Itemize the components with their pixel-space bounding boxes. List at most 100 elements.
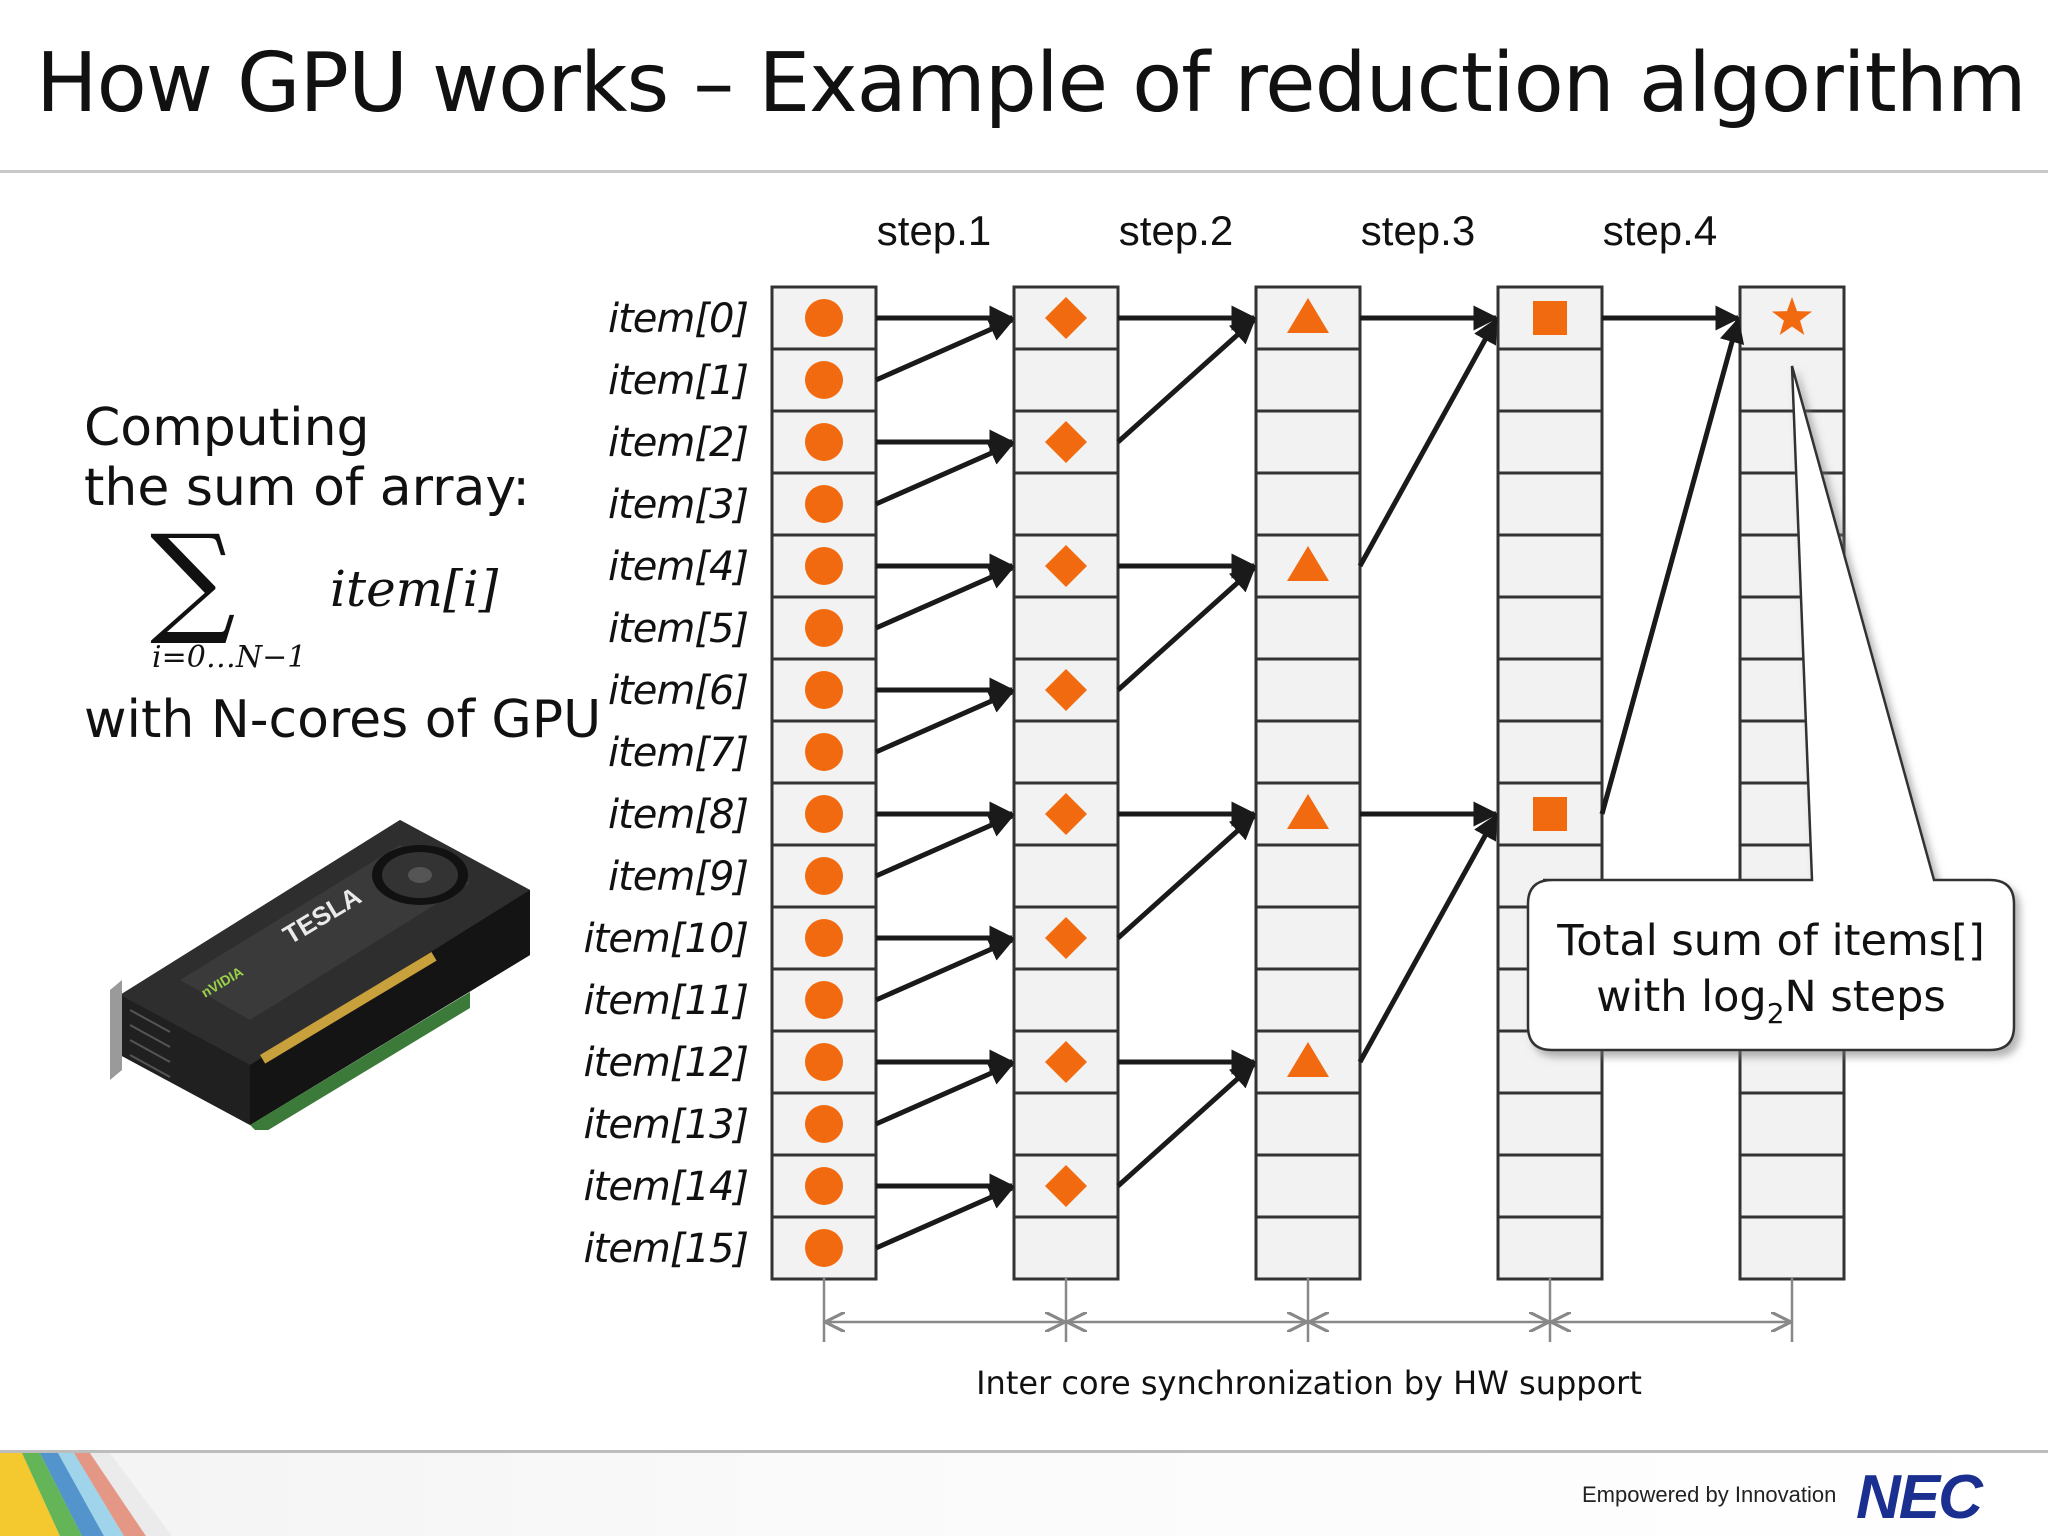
array-cell xyxy=(1254,285,1362,351)
circle-marker xyxy=(805,299,843,337)
array-column xyxy=(1254,285,1362,1281)
diamond-marker xyxy=(1045,793,1087,835)
description-line-2: the sum of array: xyxy=(84,458,530,518)
array-cell xyxy=(1012,347,1120,413)
array-cell xyxy=(1738,1091,1846,1157)
sum-range: i=0…N−1 xyxy=(152,640,307,675)
item-label: item[14] xyxy=(584,1164,748,1210)
array-cell xyxy=(1496,471,1604,537)
array-cell xyxy=(1254,843,1362,909)
item-label: item[4] xyxy=(608,544,748,590)
sync-label: Inter core synchronization by HW support xyxy=(976,1364,1642,1402)
gpu-card-image: TESLA nVIDIA xyxy=(110,820,530,1130)
circle-marker xyxy=(805,1043,843,1081)
array-cell xyxy=(1254,905,1362,971)
item-label: item[10] xyxy=(584,916,748,962)
circle-marker xyxy=(805,981,843,1019)
item-label: item[3] xyxy=(608,482,748,528)
item-label: item[11] xyxy=(584,978,748,1024)
diamond-marker xyxy=(1045,1041,1087,1083)
reduction-arrow xyxy=(1116,1062,1256,1188)
item-label: item[2] xyxy=(608,420,748,466)
callout-subscript: 2 xyxy=(1767,997,1785,1030)
reduction-arrow xyxy=(874,1061,1015,1127)
callout-line-2: with log2N steps xyxy=(1596,972,1946,1030)
circle-marker xyxy=(805,1105,843,1143)
footer-tagline: Empowered by Innovation xyxy=(1582,1482,1837,1507)
array-cell xyxy=(1012,471,1120,537)
array-cell xyxy=(1012,1215,1120,1281)
array-cell xyxy=(1496,595,1604,661)
description-line-3: with N-cores of GPU xyxy=(84,690,602,750)
reduction-arrow xyxy=(1116,814,1256,940)
reduction-arrow xyxy=(874,565,1015,631)
array-cell xyxy=(1254,409,1362,475)
item-label: item[7] xyxy=(608,730,748,776)
diamond-marker xyxy=(1045,1165,1087,1207)
array-cell xyxy=(1254,347,1362,413)
item-label: item[0] xyxy=(608,296,748,342)
array-cell xyxy=(1254,1091,1362,1157)
nec-logo: NEC xyxy=(1856,1463,1983,1532)
item-label: item[6] xyxy=(608,668,748,714)
sum-term: item[i] xyxy=(330,560,499,618)
array-cell xyxy=(1012,1091,1120,1157)
circle-marker xyxy=(805,361,843,399)
triangle-marker xyxy=(1287,546,1329,581)
description-text: Computing the sum of array: xyxy=(84,398,530,518)
item-label: item[15] xyxy=(584,1226,748,1272)
callout-line-2-post: N steps xyxy=(1785,972,1946,1022)
array-cell xyxy=(1496,719,1604,785)
array-cell xyxy=(1254,595,1362,661)
diamond-marker xyxy=(1045,917,1087,959)
circle-marker xyxy=(805,1167,843,1205)
circle-marker xyxy=(805,1229,843,1267)
array-cell xyxy=(1012,843,1120,909)
triangle-marker xyxy=(1287,1042,1329,1077)
footer-band xyxy=(0,1453,2048,1536)
array-cell xyxy=(1254,1153,1362,1219)
description-line-1: Computing xyxy=(84,398,370,458)
array-cell xyxy=(1254,657,1362,723)
footer-divider xyxy=(0,1450,2048,1453)
array-cell xyxy=(1496,533,1604,599)
array-cell xyxy=(1738,409,1846,475)
reduction-arrow xyxy=(1116,318,1256,444)
reduction-arrow xyxy=(874,937,1015,1003)
reduction-arrow xyxy=(874,689,1015,755)
array-cell xyxy=(1254,719,1362,785)
step-label: step.4 xyxy=(1603,207,1717,254)
item-label: item[5] xyxy=(608,606,748,652)
array-cell xyxy=(1012,967,1120,1033)
triangle-marker xyxy=(1287,298,1329,333)
circle-marker xyxy=(805,733,843,771)
footer-decoration xyxy=(0,1453,172,1536)
callout-line-1: Total sum of items[] xyxy=(1556,916,1985,966)
item-label: item[9] xyxy=(608,854,748,900)
reduction-arrow xyxy=(1357,317,1499,568)
callout-line-2-pre: with log xyxy=(1596,972,1766,1022)
array-cell xyxy=(1738,1215,1846,1281)
step-label: step.2 xyxy=(1119,207,1233,254)
reduction-arrow xyxy=(1599,317,1745,815)
reduction-arrow xyxy=(874,441,1015,507)
star-marker xyxy=(1772,297,1812,335)
item-label: item[8] xyxy=(608,792,748,838)
callout-box xyxy=(1526,365,2016,1052)
reduction-arrow xyxy=(1357,813,1499,1064)
circle-marker xyxy=(805,485,843,523)
array-cell xyxy=(1496,347,1604,413)
square-marker xyxy=(1533,301,1567,335)
array-cell xyxy=(1254,967,1362,1033)
triangle-marker xyxy=(1287,794,1329,829)
circle-marker xyxy=(805,919,843,957)
circle-marker xyxy=(805,547,843,585)
circle-marker xyxy=(805,671,843,709)
diamond-marker xyxy=(1045,297,1087,339)
title-divider xyxy=(0,170,2048,173)
array-cell xyxy=(1012,595,1120,661)
array-cell xyxy=(1254,1215,1362,1281)
reduction-arrow xyxy=(1116,566,1256,692)
array-cell xyxy=(1496,1153,1604,1219)
